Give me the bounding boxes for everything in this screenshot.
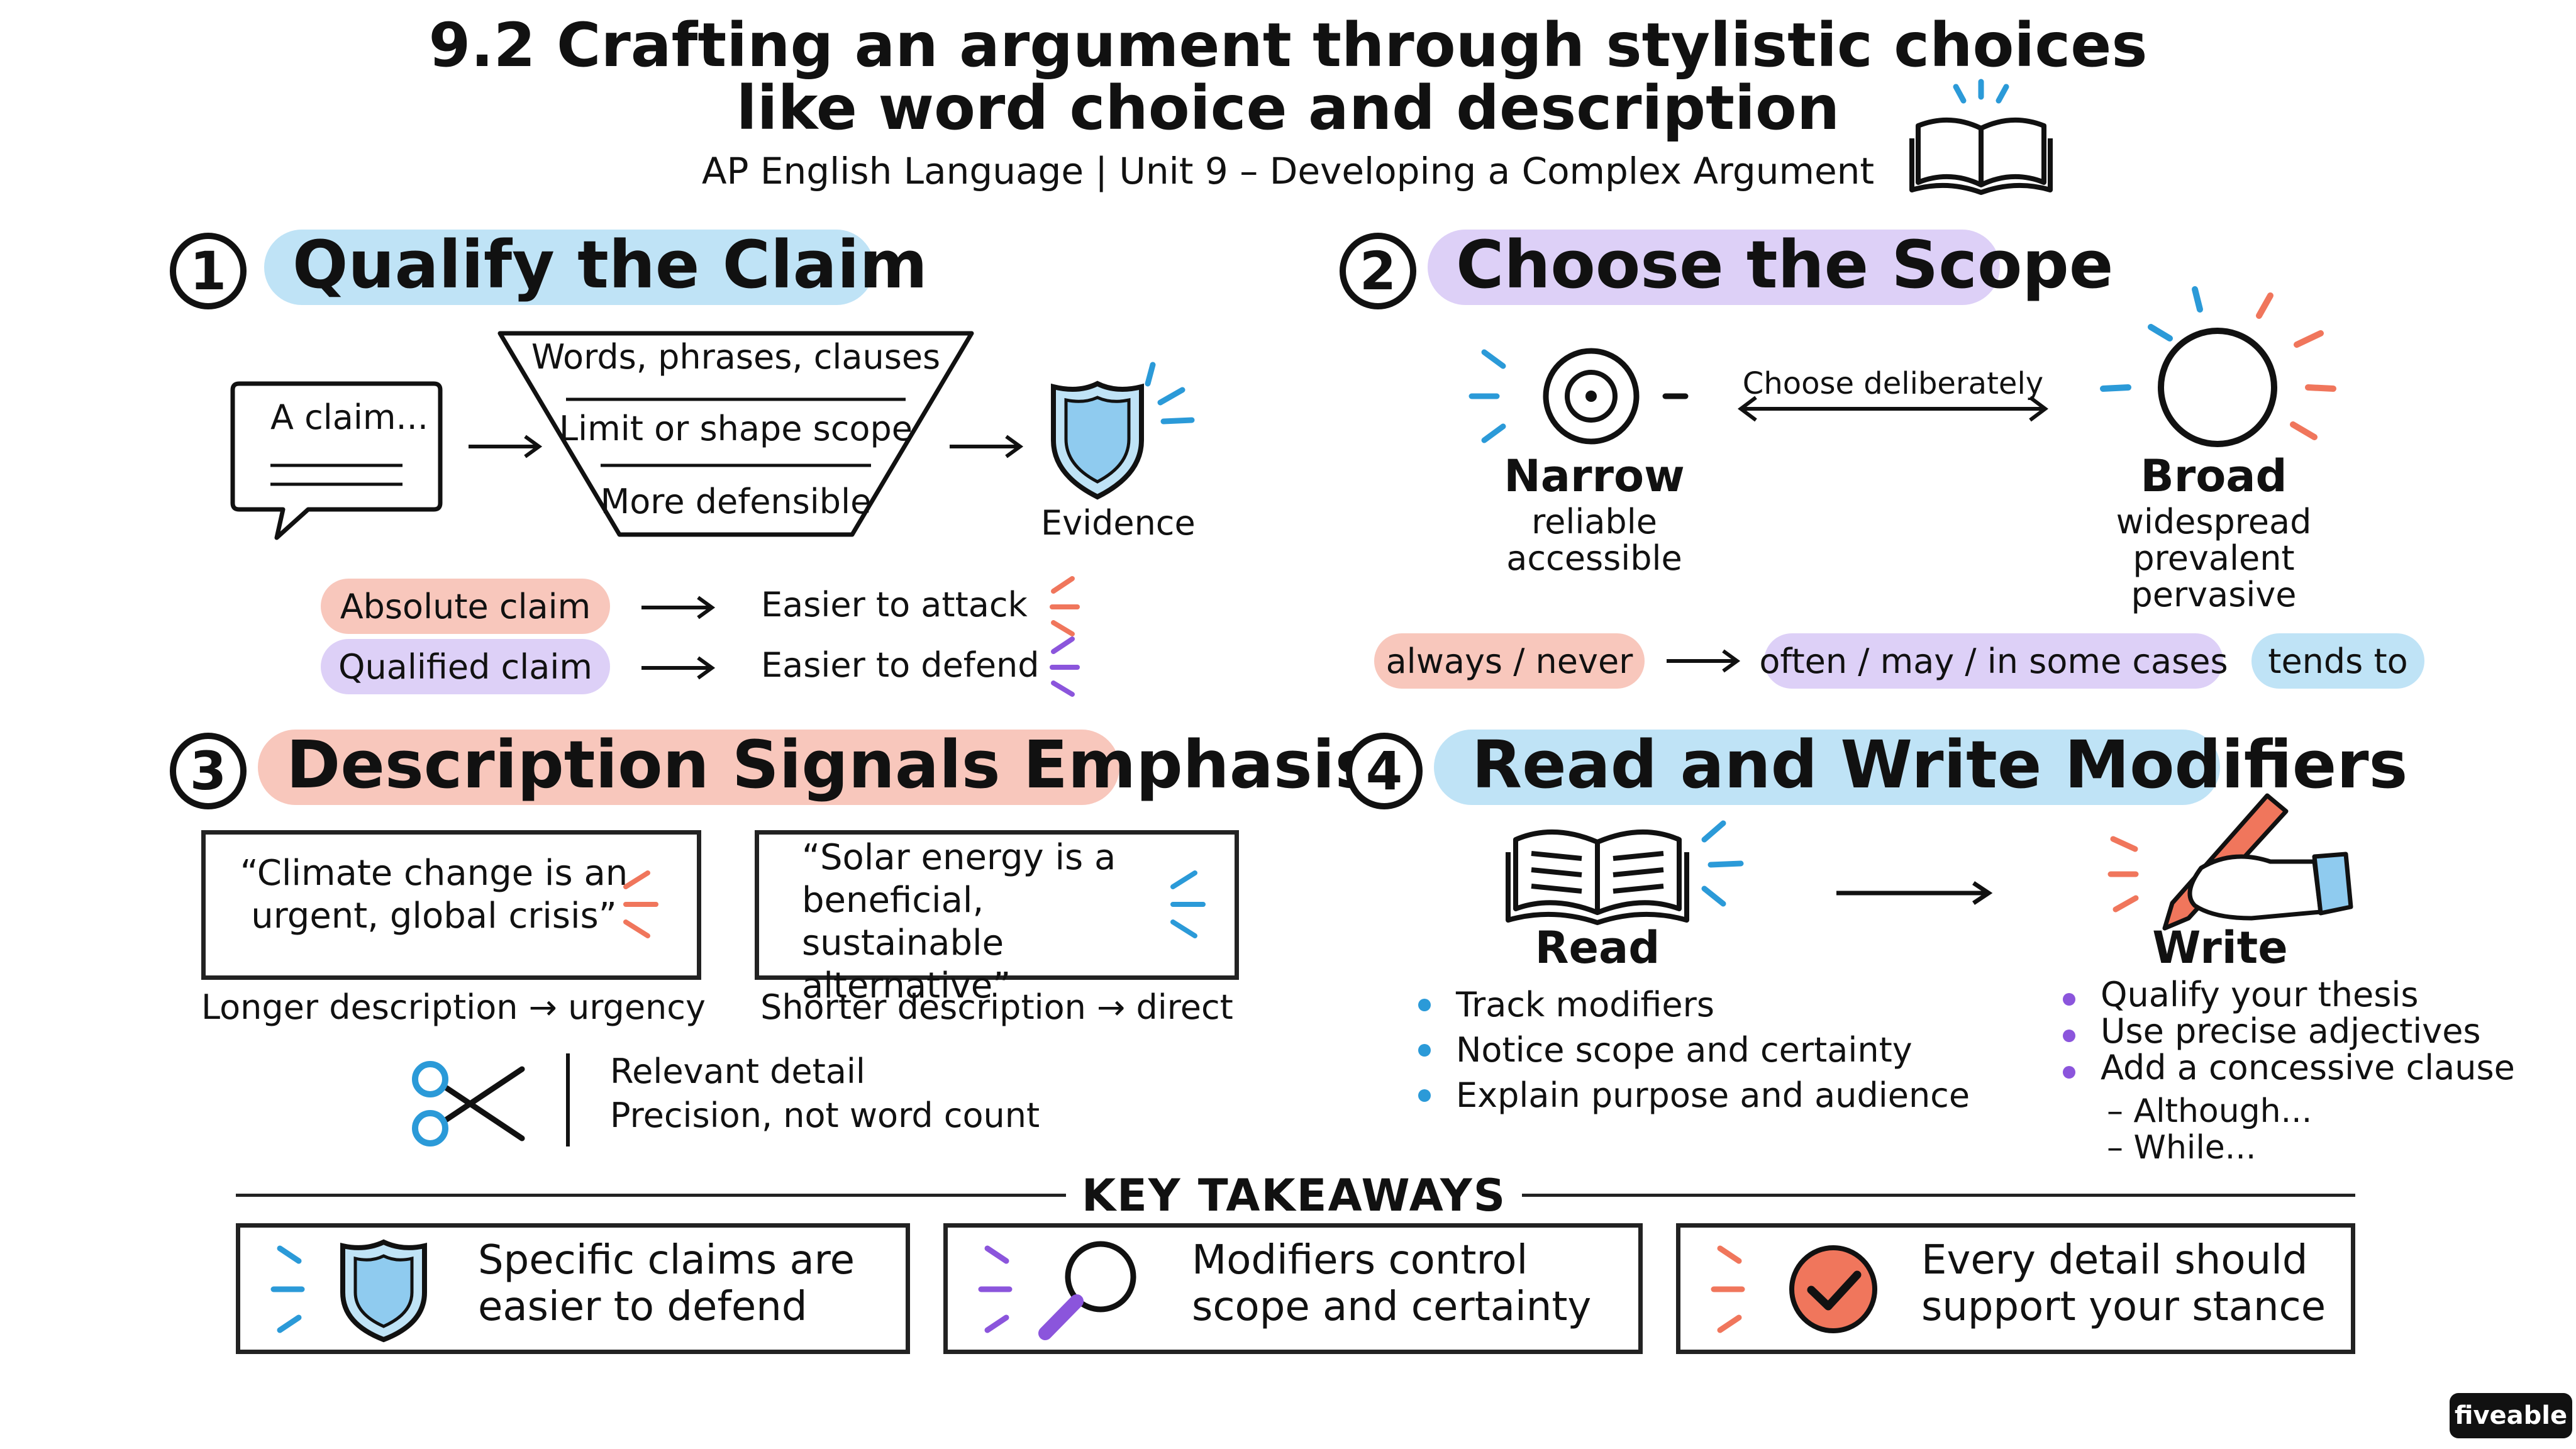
section1-title: Qualify the Claim: [292, 226, 928, 303]
sun-icon: [2100, 286, 2336, 447]
qualified-modifier-pill: often / may / in some cases: [1759, 633, 2228, 689]
write-item-2: Use precise adjectives: [2057, 1013, 2515, 1050]
takeaways-rule-left: [236, 1194, 1066, 1197]
section1-number: 1: [170, 233, 247, 309]
section2-title-highlight: [1428, 230, 2000, 305]
qualified-claim-result: Easier to defend: [761, 645, 1040, 685]
read-item-1: Track modifiers: [1412, 982, 1970, 1028]
takeaway-2-line2: scope and certainty: [1192, 1284, 1592, 1330]
qualified-claim-pill: Qualified claim: [321, 639, 610, 694]
takeaway-3-line2: support your stance: [1921, 1284, 2326, 1330]
emphasis-marks-icon: [1050, 636, 1080, 697]
evidence-label: Evidence: [1041, 503, 1196, 543]
emphasis-marks-icon: [1170, 870, 1206, 938]
section3-number: 3: [170, 733, 247, 809]
section2-title: Choose the Scope: [1456, 226, 2114, 303]
takeaway-3-line1: Every detail should: [1921, 1237, 2308, 1284]
caption-2: Shorter description → direct: [760, 987, 1233, 1027]
detail-divider: [566, 1053, 570, 1146]
takeaway-card-3: [1676, 1223, 2355, 1354]
quote-2-text: “Solar energy is a beneficial, sustainab…: [802, 837, 1116, 1006]
write-item-1: Qualify your thesis: [2057, 977, 2515, 1013]
double-arrow-icon: [1738, 396, 2048, 422]
read-list: Track modifiers Notice scope and certain…: [1412, 982, 1970, 1118]
takeaway-card-2: [943, 1223, 1643, 1354]
arrow-right-icon: [641, 596, 716, 619]
read-label: Read: [1535, 922, 1660, 974]
section3-title: Description Signals Emphasis: [286, 726, 1374, 803]
scope-arrow-label: Choose deliberately: [1742, 366, 2044, 401]
arrow-right-icon: [641, 656, 716, 680]
section4-title: Read and Write Modifiers: [1472, 726, 2408, 803]
broad-word-1: widespread: [2116, 502, 2312, 541]
section4-title-highlight: [1434, 730, 2220, 805]
page-title-line1: 9.2 Crafting an argument through stylist…: [428, 10, 2148, 80]
funnel-level-1: Words, phrases, clauses: [531, 337, 941, 377]
broad-label: Broad: [2140, 450, 2287, 502]
shield-icon: [270, 1239, 427, 1343]
scissors-icon: [412, 1061, 525, 1146]
write-list: Qualify your thesis Use precise adjectiv…: [2057, 977, 2515, 1086]
emphasis-marks-icon: [1050, 576, 1080, 636]
read-item-3: Explain purpose and audience: [1412, 1073, 1970, 1118]
takeaway-2-line1: Modifiers control: [1192, 1237, 1528, 1284]
funnel-level-3: More defensible: [600, 482, 872, 521]
narrow-word-1: reliable: [1531, 502, 1657, 541]
narrow-word-2: accessible: [1506, 538, 1682, 578]
takeaways-rule-right: [1522, 1194, 2355, 1197]
fiveable-logo: fiveable: [2450, 1393, 2572, 1438]
page-title-line2: like word choice and description: [736, 73, 1840, 143]
quote-box-1: [201, 830, 701, 980]
funnel-level-2: Limit or shape scope: [559, 409, 913, 448]
section1-title-highlight: [264, 230, 874, 305]
arrow-right-icon: [950, 435, 1024, 458]
funnel-shape: [497, 331, 974, 537]
shield-icon: [1051, 362, 1195, 500]
write-subitem-2: – While...: [2107, 1129, 2257, 1167]
claim-bubble-text: A claim...: [270, 397, 428, 437]
arrow-right-icon: [469, 435, 543, 458]
read-item-2: Notice scope and certainty: [1412, 1028, 1970, 1073]
open-book-icon: [1909, 79, 2053, 195]
magnifier-icon: [978, 1241, 1136, 1340]
takeaway-1-line1: Specific claims are: [478, 1237, 855, 1284]
absolute-claim-result: Easier to attack: [761, 585, 1028, 625]
open-book-icon: [1506, 820, 1744, 925]
tends-to-pill: tends to: [2251, 633, 2424, 689]
quote-1-text: “Climate change is an urgent, global cri…: [240, 853, 628, 936]
emphasis-marks-icon: [623, 870, 658, 938]
takeaway-card-1: [236, 1223, 910, 1354]
section2-number: 2: [1340, 233, 1416, 309]
arrow-right-icon: [1836, 881, 1993, 905]
absolute-modifier-pill: always / never: [1374, 633, 1645, 689]
broad-word-2: prevalent: [2133, 538, 2295, 578]
takeaways-heading: KEY TAKEAWAYS: [1081, 1170, 1507, 1221]
quote-box-2: [755, 830, 1239, 980]
section4-number: 4: [1346, 733, 1423, 809]
write-label: Write: [2152, 922, 2288, 974]
target-icon: [1468, 348, 1689, 445]
detail-line-1: Relevant detail: [610, 1052, 865, 1091]
narrow-label: Narrow: [1504, 450, 1685, 502]
arrow-right-icon: [1667, 649, 1741, 673]
absolute-claim-pill: Absolute claim: [321, 579, 610, 634]
section3-title-highlight: [258, 730, 1119, 805]
check-icon: [1711, 1245, 1877, 1333]
write-item-3: Add a concessive clause: [2057, 1050, 2515, 1086]
page-subtitle: AP English Language | Unit 9 – Developin…: [701, 150, 1875, 192]
takeaway-1-line2: easier to defend: [478, 1284, 808, 1330]
write-subitem-1: – Although...: [2107, 1092, 2312, 1130]
broad-word-3: pervasive: [2131, 575, 2297, 614]
hand-writing-icon: [2107, 793, 2353, 931]
speech-bubble-icon: [230, 381, 443, 540]
caption-1: Longer description → urgency: [201, 987, 706, 1027]
detail-line-2: Precision, not word count: [610, 1096, 1040, 1135]
